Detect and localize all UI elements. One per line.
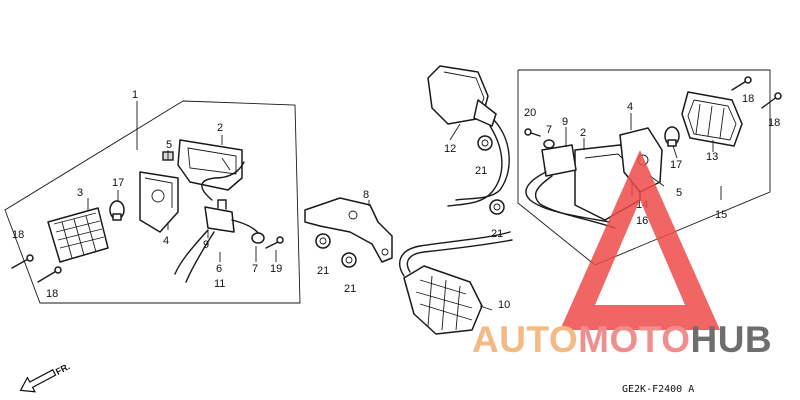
watermark-text: AUTOMOTOHUB xyxy=(472,319,772,360)
housing-left xyxy=(177,139,243,191)
callout-4: 4 xyxy=(163,235,169,247)
callout-12: 12 xyxy=(444,143,456,155)
left-assembly-frame xyxy=(4,100,301,304)
callout-10: 10 xyxy=(498,299,510,311)
socket-right xyxy=(525,144,616,229)
callout-18-b: 18 xyxy=(46,288,58,300)
callout-9-right: 9 xyxy=(562,116,568,128)
callout-18-c: 18 xyxy=(742,93,754,105)
nut-21-b xyxy=(341,252,357,268)
callout-2-right: 2 xyxy=(580,127,586,139)
callout-18-d: 18 xyxy=(768,117,780,129)
callout-6: 6 xyxy=(216,263,222,275)
front-turn-signal-upper xyxy=(427,65,510,207)
callout-5-right: 5 xyxy=(676,187,682,199)
callout-9: 9 xyxy=(203,239,209,251)
screw-18-d xyxy=(761,92,782,109)
callout-1: 1 xyxy=(132,89,138,101)
callout-21-b: 21 xyxy=(344,283,356,295)
callout-8: 8 xyxy=(363,189,369,201)
screw-20 xyxy=(524,128,541,137)
callout-11: 11 xyxy=(214,278,225,290)
callout-21-d: 21 xyxy=(491,228,503,240)
screw-18-a xyxy=(11,254,34,269)
callout-17: 17 xyxy=(112,177,124,189)
mounting-bracket xyxy=(304,197,393,263)
grommet-right xyxy=(543,139,555,149)
leader-lines xyxy=(87,113,722,311)
callout-7-right: 7 xyxy=(546,124,552,136)
watermark-moto: MOTO xyxy=(578,319,690,360)
nut-21-d xyxy=(489,199,505,215)
right-assembly-frame xyxy=(517,69,771,266)
callout-21-c: 21 xyxy=(475,165,487,177)
callout-4-right: 4 xyxy=(627,101,633,113)
callout-3: 3 xyxy=(77,187,83,199)
callout-13: 13 xyxy=(706,151,718,163)
watermark xyxy=(560,150,720,330)
callout-19: 19 xyxy=(270,263,282,275)
lens-left-rear xyxy=(47,207,109,263)
base-left xyxy=(139,171,179,233)
lens-right xyxy=(681,91,743,147)
direction-label: FR. xyxy=(54,361,71,377)
screw-18-c xyxy=(731,76,752,91)
callout-20: 20 xyxy=(524,107,536,119)
callout-18-a: 18 xyxy=(12,229,24,241)
front-direction-arrow: FR. xyxy=(19,361,72,393)
callout-2: 2 xyxy=(217,122,223,134)
callout-21-a: 21 xyxy=(317,265,329,277)
nut-21-c xyxy=(477,135,493,151)
bulb-left xyxy=(109,200,125,221)
callout-7: 7 xyxy=(252,263,258,275)
front-turn-signal-lower xyxy=(399,231,513,335)
screw-18-b xyxy=(37,266,62,283)
callout-17-right: 17 xyxy=(670,159,682,171)
drawing-code: GE2K-F2400 A xyxy=(622,384,694,395)
watermark-auto: AUTO xyxy=(472,319,578,360)
watermark-triangle-icon xyxy=(560,150,720,330)
callout-labels: 1 2 3 4 5 17 9 6 7 19 11 18 18 8 21 21 1… xyxy=(12,89,780,311)
watermark-hub: HUB xyxy=(690,319,772,360)
nut-21-a xyxy=(315,233,331,249)
bulb-right xyxy=(664,126,680,147)
socket-left xyxy=(174,161,263,283)
screw-19 xyxy=(265,236,284,249)
callout-16: 16 xyxy=(636,215,648,227)
grommet-left xyxy=(251,232,265,244)
callout-5: 5 xyxy=(166,139,172,151)
callout-15: 15 xyxy=(715,209,727,221)
